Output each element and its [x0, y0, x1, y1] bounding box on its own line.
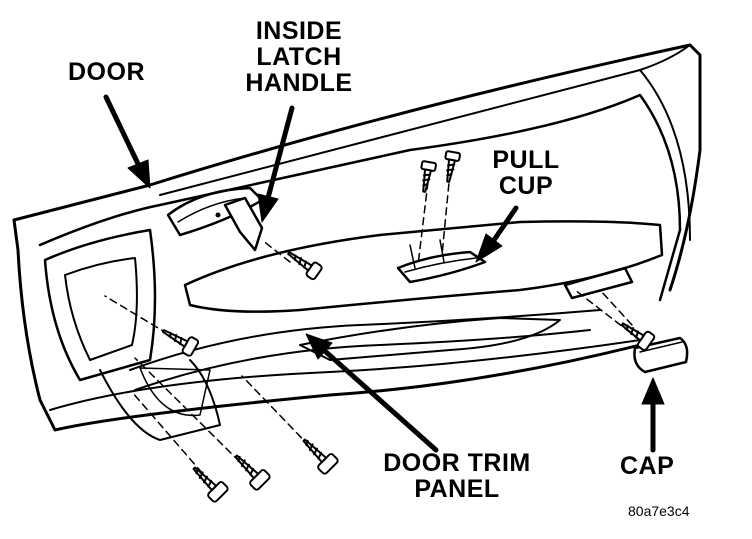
screw-pullcup-left	[420, 160, 437, 193]
label-inside-latch-handle: INSIDE LATCH HANDLE	[240, 18, 358, 96]
arrow-latch-handle	[257, 105, 295, 223]
label-inside-latch-handle-line2: LATCH	[256, 43, 342, 71]
label-door-trim-panel-line1: DOOR TRIM	[383, 449, 531, 477]
arrow-door	[103, 94, 151, 189]
screw-cap	[620, 322, 656, 351]
screw-pullcup-right	[444, 150, 461, 183]
label-inside-latch-handle-line1: INSIDE	[255, 17, 343, 45]
screw-bottom-right	[302, 438, 339, 475]
label-pull-cup: PULL CUP	[484, 147, 568, 199]
leader-arrows	[103, 94, 665, 453]
door-shell	[12, 43, 702, 432]
screws	[161, 150, 656, 503]
screw-left-upper	[161, 329, 200, 357]
arrow-cap	[641, 377, 665, 453]
label-inside-latch-handle-line3: HANDLE	[245, 69, 353, 97]
latch-handle-recess	[166, 186, 264, 252]
label-cap: CAP	[620, 452, 675, 480]
arrow-pull-cup	[475, 205, 519, 263]
screw-latch	[287, 251, 323, 281]
label-pull-cup-line1: PULL	[492, 146, 560, 174]
arrow-trim-panel	[305, 333, 439, 453]
pull-cup-part	[396, 239, 487, 284]
figure-reference: 80a7e3c4	[628, 503, 690, 519]
label-door: DOOR	[68, 58, 145, 86]
cap-part	[563, 266, 689, 374]
explode-lines	[104, 171, 641, 483]
screw-bottom-middle	[234, 454, 271, 491]
label-pull-cup-line2: CUP	[498, 172, 554, 200]
trim-panel	[38, 93, 682, 441]
screw-bottom-left	[192, 466, 229, 503]
label-door-trim-panel: DOOR TRIM PANEL	[372, 450, 542, 502]
label-door-trim-panel-line2: PANEL	[414, 475, 500, 503]
